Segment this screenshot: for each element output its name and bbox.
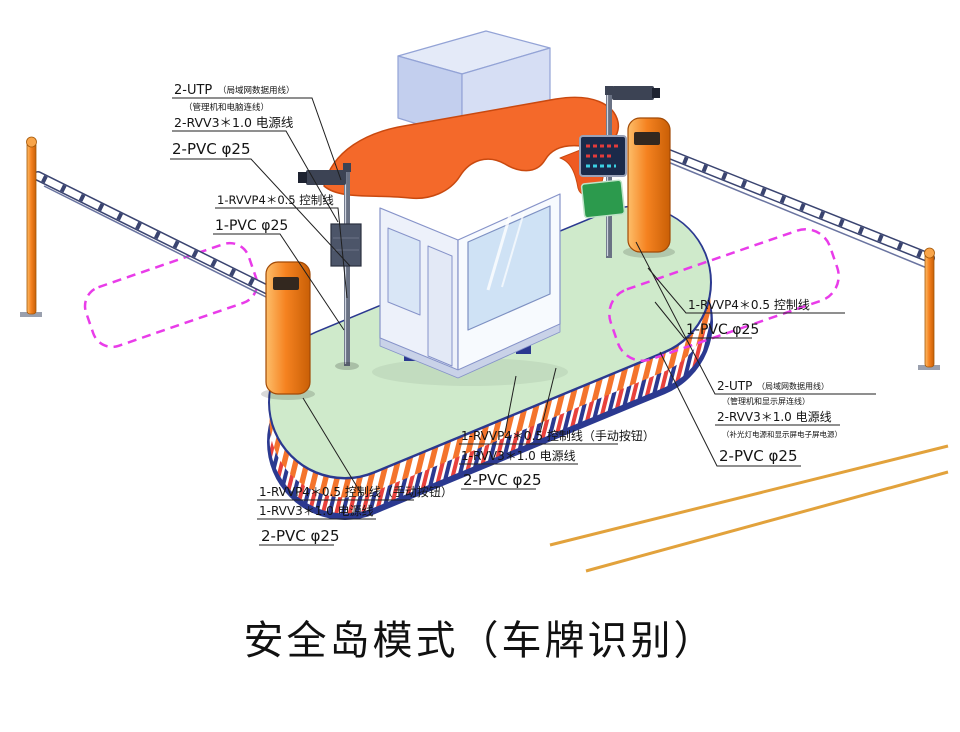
curb-lines <box>549 444 949 573</box>
label-utp-note2: （管理机和电脑连线） <box>184 102 269 113</box>
label-control: 1-RVVP4＊0.5 控制线（手动按钮） <box>461 428 655 443</box>
support-post-left <box>20 136 42 317</box>
leader-line <box>647 267 845 314</box>
leader-line <box>213 233 345 331</box>
label-group-right-low: 2-UTP （局域网数据用线） （管理机和显示屏连线） 2-RVV3＊1.0 电… <box>717 379 842 465</box>
curb-line <box>549 444 949 547</box>
label-group-left-bottom: 1-RVVP4＊0.5 控制线（手动按钮） 1-RVV3＊1.0 电源线 2-P… <box>259 484 453 545</box>
label-pvc: 2-PVC φ25 <box>261 527 340 545</box>
booth-base <box>379 323 561 379</box>
label-power: 1-RVV3＊1.0 电源线 <box>259 504 374 518</box>
camera-icon <box>306 170 346 185</box>
label-power: 2-RVV3＊1.0 电源线 <box>717 410 832 424</box>
leader-line <box>539 367 557 434</box>
support-post-right <box>918 247 940 370</box>
label-group-top-left: 2-UTP （局域网数据用线） （管理机和电脑连线） 2-RVV3＊1.0 电源… <box>172 83 295 158</box>
leader-line <box>215 207 348 299</box>
leader-lines <box>170 97 876 546</box>
controller-box <box>330 223 362 267</box>
barrier-machine <box>265 261 311 395</box>
camera-lens <box>298 172 307 183</box>
leader-line <box>504 375 517 434</box>
page-title: 安全岛模式（车牌识别） <box>243 618 717 664</box>
info-panel <box>580 179 626 219</box>
camera-lens <box>652 88 660 98</box>
label-pvc: 2-PVC φ25 <box>719 447 798 465</box>
leader-line <box>635 241 876 395</box>
junction-box <box>516 344 531 354</box>
label-utp: 2-UTP <box>717 379 752 393</box>
label-utp-note: （局域网数据用线） <box>757 381 829 391</box>
right-barrier-gate <box>623 117 935 269</box>
cable-labels: 2-UTP （局域网数据用线） （管理机和电脑连线） 2-RVV3＊1.0 电源… <box>172 83 842 545</box>
leader-line <box>170 158 351 267</box>
leader-line <box>172 130 339 223</box>
right-camera-pole <box>579 86 660 258</box>
label-power-note: （补光灯电源和显示屏电子屏电源） <box>722 429 842 439</box>
label-control: 1-RVVP4＊0.5 控制线 <box>688 298 810 312</box>
label-power: 1-RVV3＊1.0 电源线 <box>461 449 576 463</box>
label-group-center-bottom: 1-RVVP4＊0.5 控制线（手动按钮） 1-RVV3＊1.0 电源线 2-P… <box>461 428 655 489</box>
camera-icon <box>612 86 654 100</box>
leader-line <box>654 301 752 339</box>
leader-line <box>659 351 801 467</box>
barrier-indicator <box>273 277 299 290</box>
label-control: 1-RVVP4＊0.5 控制线（手动按钮） <box>259 484 453 499</box>
label-utp-note2: （管理机和显示屏连线） <box>722 396 810 406</box>
label-group-right-mid: 1-RVVP4＊0.5 控制线 1-PVC φ25 <box>686 298 810 338</box>
label-pvc: 2-PVC φ25 <box>463 471 542 489</box>
label-pvc: 2-PVC φ25 <box>172 140 251 158</box>
label-group-left-mid: 1-RVVP4＊0.5 控制线 1-PVC φ25 <box>215 193 334 234</box>
leader-line <box>172 97 342 181</box>
label-power: 2-RVV3＊1.0 电源线 <box>174 115 294 130</box>
label-pvc: 1-PVC φ25 <box>686 322 759 338</box>
barrier-machine <box>627 117 671 253</box>
ground-loop-left <box>83 241 259 349</box>
label-utp-note: （局域网数据用线） <box>218 85 295 96</box>
booth-door <box>427 245 453 367</box>
booth-left-window <box>387 227 421 316</box>
support-post <box>924 252 935 368</box>
label-pvc: 1-PVC φ25 <box>215 218 288 234</box>
leader-line <box>302 397 363 496</box>
booth-roof-canopy <box>323 96 620 200</box>
left-barrier-gate <box>33 171 315 400</box>
label-utp: 2-UTP <box>174 83 212 98</box>
support-post <box>26 141 37 315</box>
barrier-indicator <box>634 132 660 145</box>
ground-loop-right <box>608 228 840 362</box>
label-control: 1-RVVP4＊0.5 控制线 <box>217 193 334 207</box>
curb-line <box>585 470 949 573</box>
